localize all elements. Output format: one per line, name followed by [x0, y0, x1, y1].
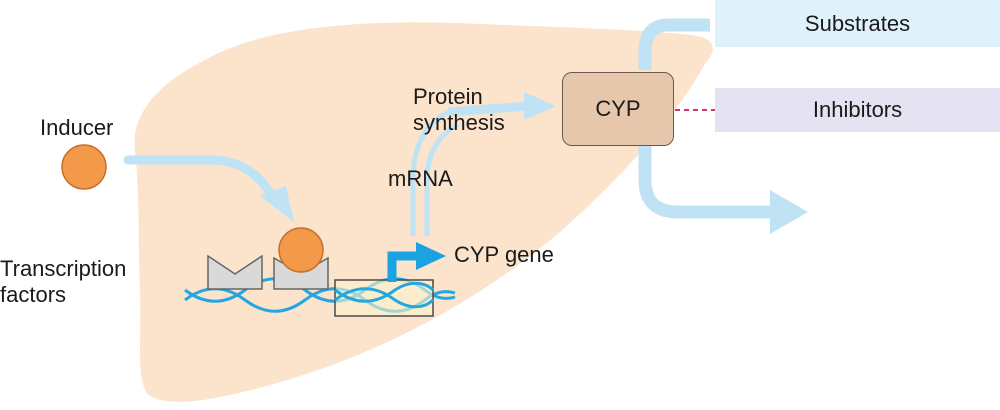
transcription-factor-grey — [207, 254, 263, 290]
transcription-factors-label-line1: Transcription — [0, 256, 127, 281]
cyp-label: CYP — [595, 96, 641, 121]
mrna-label: mRNA — [388, 166, 453, 191]
gene-start-arrow — [387, 251, 420, 282]
inducer-molecule — [61, 144, 107, 190]
substrates-box: Substrates — [715, 0, 1000, 47]
substrate-flow-in — [638, 18, 710, 70]
inducer-arrow — [123, 155, 277, 201]
cyp-gene-label: CYP gene — [454, 242, 554, 267]
protein-synthesis-label-line2: synthesis — [413, 110, 505, 135]
substrates-label: Substrates — [804, 10, 911, 36]
gene-box-dna — [334, 281, 435, 309]
gene-start-arrowhead — [416, 242, 446, 270]
protein-synthesis-label-line1: Protein — [413, 84, 483, 109]
mrna-strands — [410, 109, 460, 236]
bound-inducer — [278, 227, 324, 273]
protein-synthesis-arrow — [447, 101, 531, 117]
inducer-arrowhead — [260, 186, 294, 222]
inhibitors-box: Inhibitors — [715, 88, 1000, 132]
substrate-flow-out — [638, 140, 775, 219]
transcription-factors-label-line2: factors — [0, 282, 67, 307]
substrate-flow-out-arrowhead — [770, 190, 808, 234]
inhibitors-label: Inhibitors — [812, 97, 903, 122]
cyp-enzyme-box: CYP — [562, 72, 674, 146]
protein-synthesis-arrowhead — [524, 92, 556, 120]
inducer-label: Inducer — [40, 115, 114, 140]
